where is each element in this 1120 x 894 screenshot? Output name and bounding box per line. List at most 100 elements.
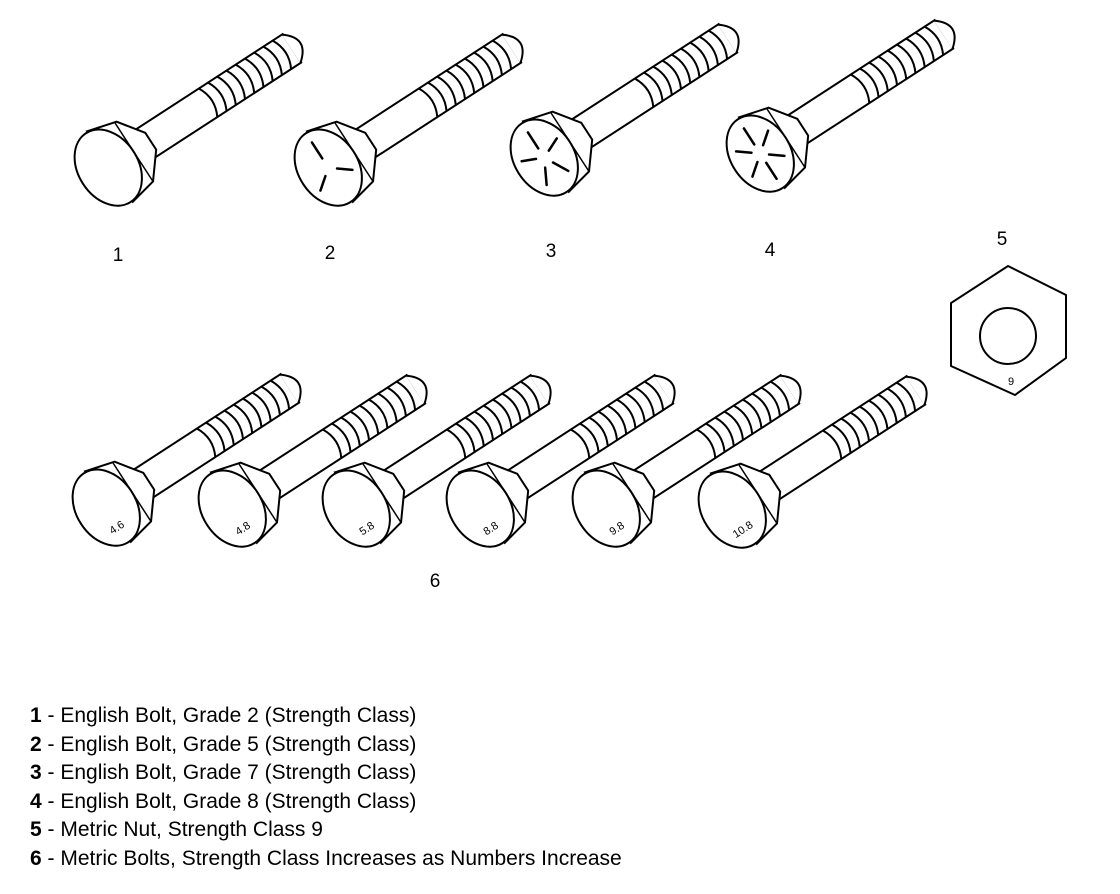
bolt-thread [377, 392, 398, 423]
bolt: 10.8 [697, 374, 928, 549]
callout-1: 1 [113, 245, 124, 266]
bolt-thread [331, 422, 352, 453]
bolt-thread [877, 393, 898, 424]
bolt-thread [849, 411, 870, 442]
bolt-thread [924, 25, 945, 56]
bolt-tip [779, 374, 802, 405]
bolt-thread [742, 398, 763, 429]
bolt [293, 32, 524, 207]
bolt-head-face [725, 114, 795, 193]
bolt-thread [714, 416, 735, 447]
grade-mark-line [520, 157, 538, 163]
bolt [725, 18, 956, 193]
bolt-thread [723, 410, 744, 441]
legend-text: - Metric Nut, Strength Class 9 [41, 818, 323, 842]
legend-key: 4 [30, 789, 42, 813]
legend-key: 5 [30, 818, 42, 842]
bolt-head-face [697, 470, 767, 549]
bolt-thread [661, 59, 682, 90]
grade-mark-line [742, 127, 756, 146]
grade-mark-line [547, 137, 559, 152]
bolt-thread [207, 81, 228, 112]
bolt-thread [868, 61, 889, 92]
bolt-thread [205, 421, 226, 452]
legend-item: 3 - English Bolt, Grade 7 (Strength Clas… [30, 759, 622, 788]
bolt-thread [652, 65, 673, 96]
callout-6: 6 [430, 571, 441, 592]
bolt-thread [368, 398, 389, 429]
bolt-tip [653, 374, 676, 405]
bolt-thread [896, 43, 917, 74]
bolt-head-face [445, 469, 515, 548]
legend-text: - English Bolt, Grade 5 (Strength Class) [41, 732, 417, 756]
bolt-thread [579, 422, 600, 453]
bolt-head-face [197, 469, 267, 548]
bolt-thread [359, 404, 380, 435]
bolt-head-face [321, 469, 391, 548]
bolt-thread [859, 405, 880, 436]
bolt-thread [520, 380, 541, 411]
bolt-tip [933, 19, 956, 50]
bolt-thread [822, 429, 843, 460]
bolt-thread [570, 428, 591, 459]
legend-text: - English Bolt, Grade 8 (Strength Class) [41, 789, 417, 813]
bolt-thread [597, 410, 618, 441]
bolt-thread [242, 397, 263, 428]
bolt-thread [510, 386, 531, 417]
bolt-thread [223, 409, 244, 440]
bolt-thread [455, 63, 476, 94]
bolt-head-face [571, 469, 641, 548]
bolt-thread [671, 53, 692, 84]
bolt-thread [260, 385, 281, 416]
bolt-tip [501, 33, 524, 64]
legend-key: 1 [30, 704, 42, 727]
bolt-thread [473, 51, 494, 82]
bolt-thread [244, 57, 265, 88]
legend-text: - Metric Bolts, Strength Class Increases… [41, 846, 622, 870]
legend-key: 3 [30, 761, 42, 785]
bolt-thread [760, 386, 781, 417]
bolt-thread [492, 39, 513, 70]
bolt-thread [625, 392, 646, 423]
callout-4: 4 [765, 240, 776, 261]
bolt-tip [717, 23, 740, 54]
bolt-thread [464, 57, 485, 88]
bolt-thread [733, 404, 754, 435]
bolt-thread [887, 49, 908, 80]
bolt-thread [251, 391, 272, 422]
bolt-thread [905, 37, 926, 68]
bolt-thread [607, 404, 628, 435]
callout-2: 2 [325, 243, 336, 264]
bolt-head-face [73, 128, 143, 207]
bolt-thread [705, 422, 726, 453]
bolt-thread [896, 381, 917, 412]
bolt: 9.8 [571, 373, 802, 548]
bolt-thread [708, 29, 729, 60]
bolt-tip [405, 374, 428, 405]
bolt: 4.8 [197, 373, 428, 548]
bolt-thread [436, 75, 457, 106]
bolt-tip [529, 374, 552, 405]
legend: 1 - English Bolt, Grade 2 (Strength Clas… [30, 702, 622, 874]
bolt: 8.8 [445, 373, 676, 548]
bolt-tip [281, 33, 304, 64]
bolt-thread [473, 410, 494, 441]
legend-key: 6 [30, 846, 42, 870]
bolt-thread [680, 47, 701, 78]
grade-mark-line [310, 141, 324, 160]
bolt-thread [396, 380, 417, 411]
bolt-thread [840, 417, 861, 448]
bolt-thread [270, 379, 291, 410]
bolt-head-face [293, 128, 363, 207]
bolt-thread [235, 63, 256, 94]
nut-strength-mark: 9 [1008, 376, 1014, 388]
bolt-thread [914, 31, 935, 62]
bolt-thread [446, 428, 467, 459]
bolt-thread [418, 87, 439, 118]
bolt-thread [886, 387, 907, 418]
bolt-thread [464, 416, 485, 447]
bolt-thread [196, 427, 217, 458]
bolt-thread [850, 73, 871, 104]
bolt-thread [340, 416, 361, 447]
bolt-thread [770, 380, 791, 411]
